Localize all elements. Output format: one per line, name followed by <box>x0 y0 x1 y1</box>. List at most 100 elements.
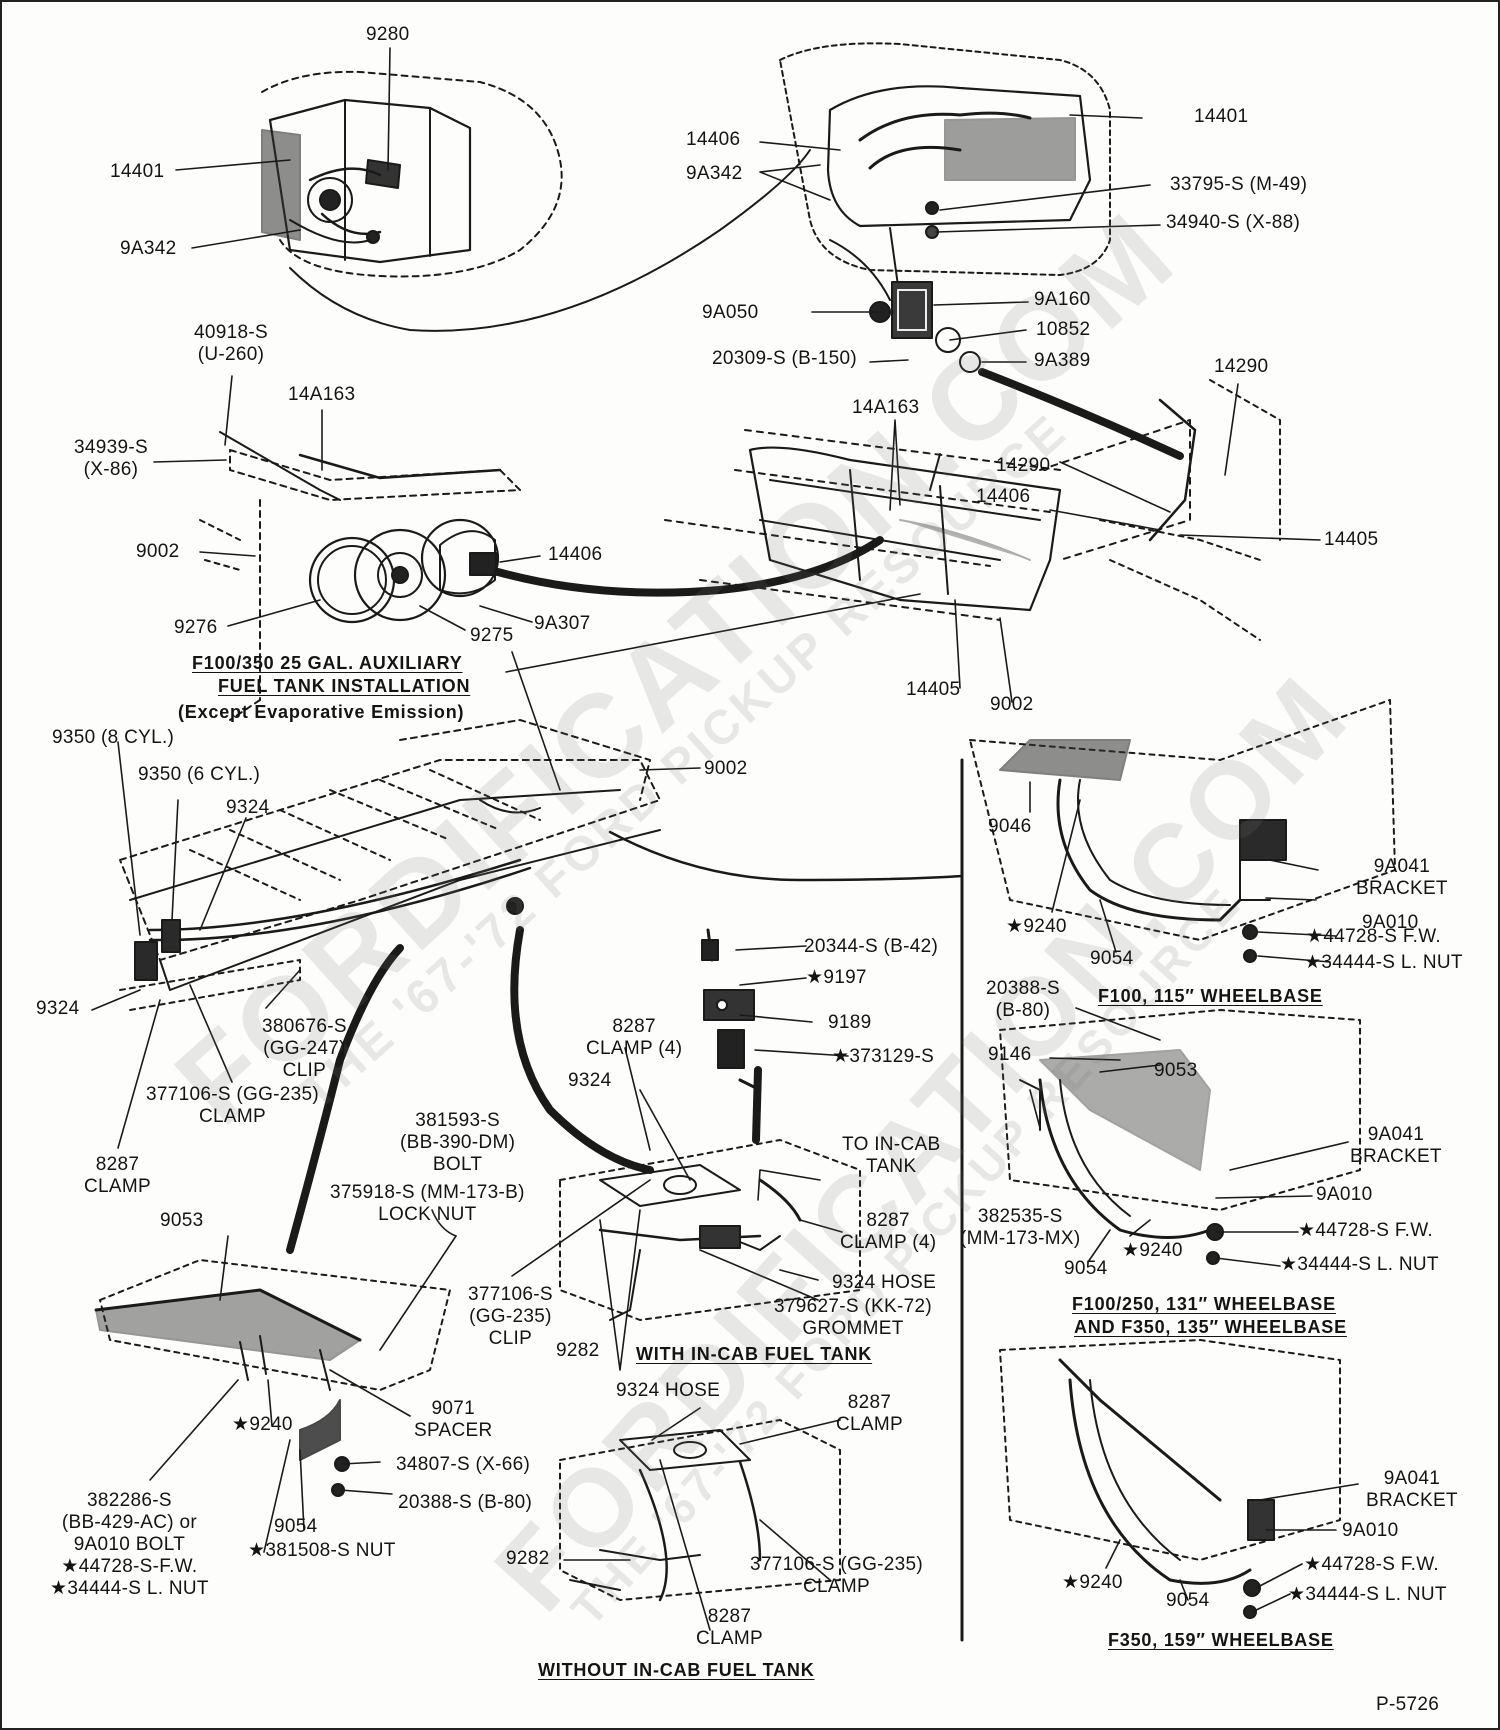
label-34940: 34940-S (X-88) <box>1166 212 1301 233</box>
label-44728-159: ★44728-S F.W. <box>1304 1554 1439 1575</box>
label-33795: 33795-S (M-49) <box>1170 174 1308 195</box>
label-9189: 9189 <box>828 1012 872 1033</box>
label-9a050: 9A050 <box>702 302 759 323</box>
caption-f350-159: F350, 159″ WHEELBASE <box>1108 1630 1334 1650</box>
bracket-detail-159 <box>999 1339 1341 1619</box>
label-40918: 40918-S(U-260) <box>194 322 268 365</box>
caption-aux-line1: F100/350 25 GAL. AUXILIARY <box>192 653 463 673</box>
label-9054-bottom: 9054 <box>274 1516 318 1537</box>
lead-line-top <box>289 149 811 332</box>
label-9054-115: 9054 <box>1090 948 1134 969</box>
caption-with-in-cab: WITH IN-CAB FUEL TANK <box>636 1344 873 1364</box>
label-14401-left: 14401 <box>110 161 165 182</box>
label-9240-bottom: ★9240 <box>232 1414 293 1435</box>
label-34939: 34939-S(X-86) <box>74 437 148 480</box>
label-381593: 381593-S(BB-390-DM)BOLT <box>400 1110 516 1175</box>
label-14405-right: 14405 <box>1324 529 1379 550</box>
filler-hose-top <box>978 368 1184 460</box>
label-34444-131: ★34444-S L. NUT <box>1280 1254 1439 1275</box>
bracket-detail-115 <box>969 699 1396 963</box>
label-9280: 9280 <box>366 24 410 45</box>
label-14290-a: 14290 <box>1214 356 1269 377</box>
label-379627: 379627-S (KK-72)GROMMET <box>774 1296 932 1339</box>
label-9054-159: 9054 <box>1166 1590 1210 1611</box>
label-34807: 34807-S (X-66) <box>396 1454 531 1475</box>
label-9324-hose-bottom: 9324 HOSE <box>616 1380 721 1401</box>
label-14a163-right: 14A163 <box>852 397 920 418</box>
bracket-detail-131 <box>999 1009 1361 1265</box>
chassis-frame <box>119 719 661 1011</box>
fuel-line-frame-left <box>286 944 404 1254</box>
label-34444-115: ★34444-S L. NUT <box>1304 952 1463 973</box>
filler-hose-aux <box>494 536 884 597</box>
label-9002-frame: 9002 <box>704 758 748 779</box>
label-14405-bottom: 14405 <box>906 679 961 700</box>
curved-arrow <box>608 830 964 882</box>
label-14a163-left: 14A163 <box>288 384 356 405</box>
label-380676: 380676-S(GG-247)CLIP <box>262 1016 347 1081</box>
label-9a342-right: 9A342 <box>686 163 743 184</box>
aux-fill-wheel-detail <box>199 431 521 721</box>
label-9a160: 9A160 <box>1034 289 1091 310</box>
label-9002-left: 9002 <box>136 541 180 562</box>
label-14406-right: 14406 <box>976 486 1031 507</box>
label-9002-tank: 9002 <box>990 694 1034 715</box>
label-9240-131: ★9240 <box>1122 1240 1183 1261</box>
label-9324-center: 9324 <box>568 1070 612 1091</box>
label-9282-bottom: 9282 <box>506 1548 550 1569</box>
label-14290-b: 14290 <box>996 455 1051 476</box>
label-9053-bottom: 9053 <box>160 1210 204 1231</box>
label-9240-115: ★9240 <box>1006 916 1067 937</box>
label-9a342-left: 9A342 <box>120 238 177 259</box>
label-377106-clamp-left: 377106-S (GG-235)CLAMP <box>146 1084 320 1127</box>
filler-neck-detail-right <box>779 42 1111 373</box>
caption-f100-250-131-line2: AND F350, 135″ WHEELBASE <box>1074 1317 1347 1337</box>
label-9054-131: 9054 <box>1064 1258 1108 1279</box>
label-9a010-115: 9A010 <box>1362 912 1419 933</box>
fuel-line-frame-right <box>510 926 654 1174</box>
caption-aux-line3: (Except Evaporative Emission) <box>178 702 465 722</box>
label-9053-131: 9053 <box>1154 1060 1198 1081</box>
label-375918: 375918-S (MM-173-B)LOCK NUT <box>330 1182 525 1225</box>
label-44728-131: ★44728-S F.W. <box>1298 1220 1433 1241</box>
label-20388-bottom: 20388-S (B-80) <box>398 1492 533 1513</box>
label-20388-131: 20388-S(B-80) <box>986 978 1060 1021</box>
without-in-cab-detail <box>559 1419 841 1602</box>
label-373129: ★373129-S <box>832 1046 935 1067</box>
label-9324-left: 9324 <box>36 998 80 1019</box>
filler-neck-detail-left <box>261 70 563 278</box>
label-9276: 9276 <box>174 617 218 638</box>
label-14406-left: 14406 <box>548 544 603 565</box>
label-381508: ★381508-S NUT <box>248 1540 396 1561</box>
label-10852: 10852 <box>1036 319 1091 340</box>
caption-f100-115: F100, 115″ WHEELBASE <box>1098 986 1323 1006</box>
label-14401-right: 14401 <box>1194 106 1249 127</box>
label-34444-159: ★34444-S L. NUT <box>1288 1584 1447 1605</box>
label-20309: 20309-S (B-150) <box>712 348 857 369</box>
label-9240-159: ★9240 <box>1062 1572 1123 1593</box>
label-14406-top: 14406 <box>686 129 741 150</box>
label-377106-clamp-bottom: 377106-S (GG-235)CLAMP <box>750 1554 924 1597</box>
label-9a010-131: 9A010 <box>1316 1184 1373 1205</box>
caption-f100-250-131-line1: F100/250, 131″ WHEELBASE <box>1072 1294 1336 1314</box>
label-9197: ★9197 <box>806 967 867 988</box>
label-382535: 382535-S(MM-173-MX) <box>960 1206 1081 1249</box>
label-9324-hose: 9324 HOSE <box>832 1272 937 1293</box>
aux-tank-frame <box>664 379 1281 641</box>
label-44728-115: ★44728-S F.W. <box>1306 926 1441 947</box>
label-9324-top: 9324 <box>226 797 270 818</box>
label-377106-clip: 377106-S(GG-235)CLIP <box>468 1284 553 1349</box>
label-9a307: 9A307 <box>534 613 591 634</box>
label-9a010-159: 9A010 <box>1342 1520 1399 1541</box>
leader-lines <box>91 47 1359 1631</box>
